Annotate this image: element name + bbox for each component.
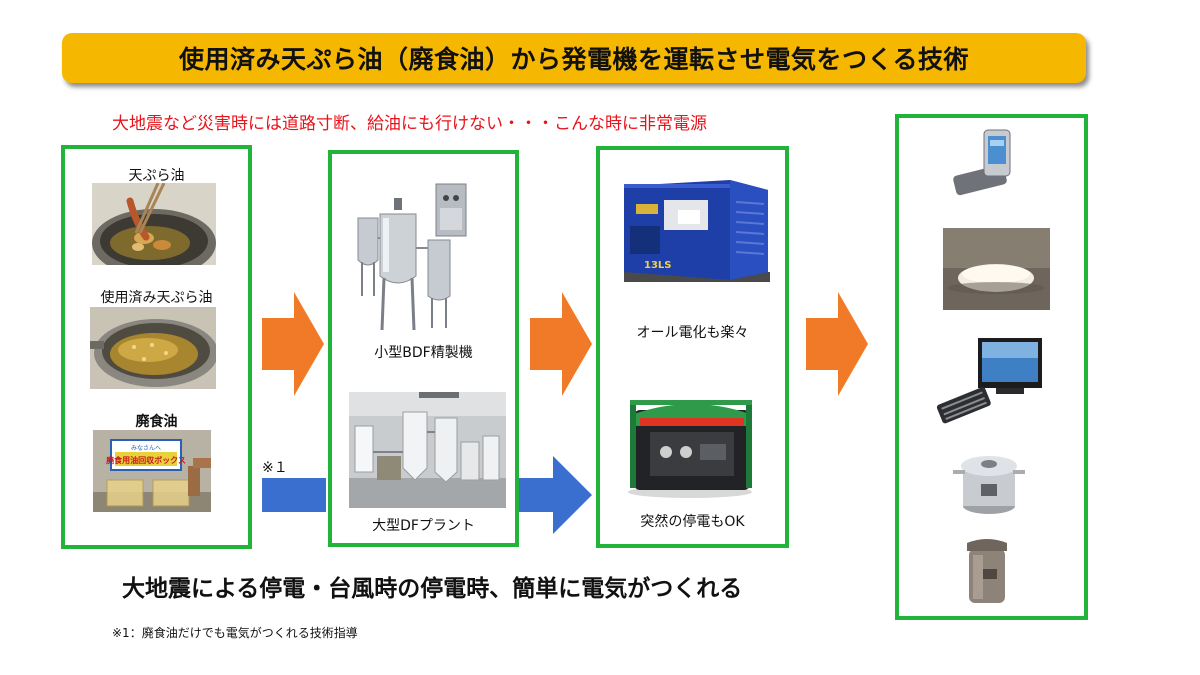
tempura-oil-photo: [92, 183, 216, 265]
blue-arrow-1: [262, 478, 326, 512]
label-large-df-plant: 大型DFプラント: [372, 518, 475, 534]
label-used-tempura-oil: 使用済み天ぷら油: [100, 290, 213, 306]
label-tempura-oil: 天ぷら油: [128, 168, 185, 184]
waste-oil-collection-photo: みなさんへ 廃食用油回収ボックス: [93, 430, 211, 512]
used-tempura-oil-photo: [90, 307, 216, 389]
subtitle: 大地震など災害時には道路寸断、給油にも行けない・・・こんな時に非常電源: [112, 114, 707, 134]
rice-cooker-icon: [951, 440, 1027, 518]
footnote-mark: ※１: [262, 460, 288, 476]
label-waste-oil: 廃食油: [135, 414, 178, 430]
arrow-shape: [262, 292, 324, 396]
page-title: 使用済み天ぷら油（廃食油）から発電機を運転させ電気をつくる技術: [178, 45, 969, 74]
label-sudden-outage-ok: 突然の停電もOK: [640, 514, 745, 530]
large-generator-photo: 13LS: [618, 172, 773, 296]
footnote: ※1：廃食油だけでも電気がつくれる技術指導: [112, 626, 358, 640]
electric-pot-icon: [961, 533, 1013, 608]
portable-generator-photo: [620, 392, 762, 500]
headline-easy-power: 大地震による停電・台風時の停電時、簡単に電気がつくれる: [122, 576, 743, 602]
orange-arrow-1: [262, 292, 324, 396]
tv-and-remote-icon: [932, 336, 1044, 428]
small-bdf-refiner-photo: [350, 178, 478, 338]
large-df-plant-photo: [349, 392, 506, 508]
ceiling-light-icon: [943, 228, 1050, 310]
label-small-bdf-refiner: 小型BDF精製機: [374, 345, 473, 361]
title-banner: 使用済み天ぷら油（廃食油）から発電機を運転させ電気をつくる技術: [62, 33, 1086, 83]
label-all-electric: オール電化も楽々: [636, 325, 749, 341]
svg-text:みなさんへ: みなさんへ: [131, 445, 161, 452]
orange-arrow-2: [530, 292, 592, 396]
mobile-phone-icon: [944, 124, 1020, 196]
blue-arrow-2: [519, 456, 592, 534]
collection-box-sign: 廃食用油回収ボックス: [106, 455, 186, 465]
orange-arrow-3: [806, 292, 868, 396]
generator-model-text: 13LS: [644, 260, 672, 271]
